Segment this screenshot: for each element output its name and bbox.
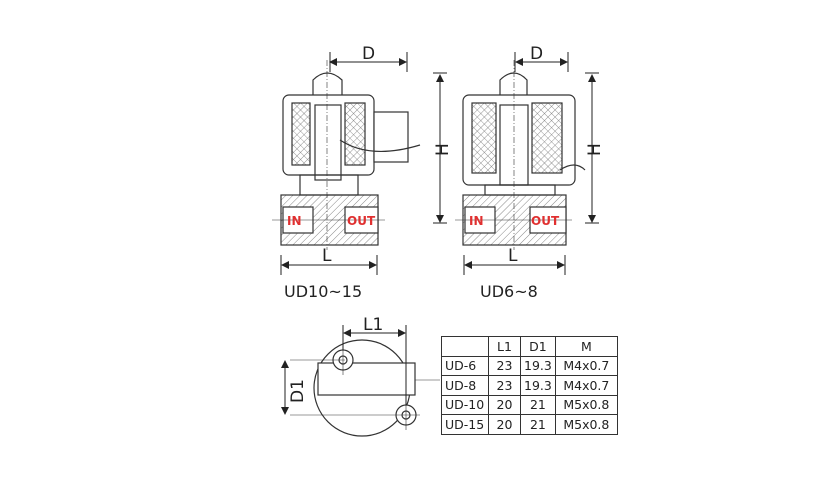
valve-small-h-label: H: [585, 143, 605, 156]
table-cell: UD-15: [441, 414, 489, 435]
table-cell: 19.3: [520, 375, 556, 396]
table-cell: 19.3: [520, 355, 556, 376]
valve-large-drawing: [272, 60, 421, 250]
table-header-row: L1 D1 M: [441, 336, 618, 357]
bottom-view-l1-label: L1: [363, 315, 383, 335]
bottom-view-dimensions: [281, 325, 407, 415]
table-cell: UD-10: [441, 394, 489, 415]
valve-small-l-label: L: [508, 246, 518, 266]
valve-small-model-label: UD6~8: [480, 282, 538, 301]
table-cell: 21: [520, 414, 556, 435]
valve-large-in-label: IN: [287, 214, 302, 228]
valve-small-drawing: [455, 60, 586, 250]
table-header: D1: [520, 336, 556, 357]
table-cell: M5x0.8: [554, 394, 618, 415]
table-cell: M5x0.8: [554, 414, 618, 435]
valve-large-l-label: L: [322, 246, 332, 266]
table-header: L1: [488, 336, 521, 357]
table-cell: 23: [488, 355, 521, 376]
table-header: M: [554, 336, 618, 357]
table-cell: 20: [488, 394, 521, 415]
valve-large-h-label: H: [433, 143, 453, 156]
valve-small-d-label: D: [530, 44, 543, 64]
valve-small-out-label: OUT: [531, 214, 560, 228]
table-cell: M4x0.7: [554, 355, 618, 376]
valve-large-dimensions: [280, 52, 447, 275]
valve-large-out-label: OUT: [347, 214, 376, 228]
bottom-view-drawing: [290, 339, 440, 437]
bottom-view-d1-label: D1: [288, 379, 308, 403]
table-cell: M4x0.7: [554, 375, 618, 396]
valve-large-d-label: D: [362, 44, 375, 64]
valve-small-dimensions: [463, 52, 599, 275]
table-cell: 23: [488, 375, 521, 396]
table-header: [441, 336, 489, 357]
table-cell: UD-6: [441, 355, 489, 376]
table-cell: 20: [488, 414, 521, 435]
table-cell: UD-8: [441, 375, 489, 396]
valve-large-model-label: UD10~15: [284, 282, 362, 301]
table-cell: 21: [520, 394, 556, 415]
valve-small-in-label: IN: [469, 214, 484, 228]
